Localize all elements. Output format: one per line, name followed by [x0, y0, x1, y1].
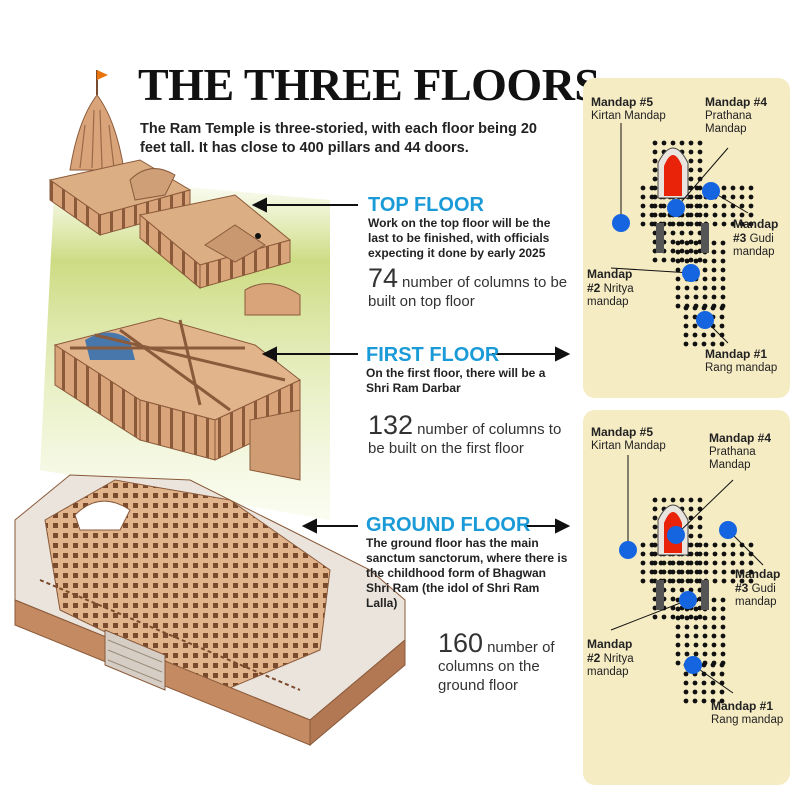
label-mandap-3: Mandap#3 Gudi mandap [733, 217, 779, 259]
first-floor-count-number: 132 [368, 410, 414, 440]
top-floor-heading: TOP FLOOR [368, 194, 484, 216]
mandap-3-dot [702, 182, 720, 200]
ground-floor-model [14, 474, 406, 747]
top-floor-model [48, 70, 301, 316]
mandap-5-dot [619, 541, 637, 559]
mandap-2-dot [682, 264, 700, 282]
ground-floor-count-number: 160 [438, 628, 484, 658]
mandap-4-dot [667, 199, 685, 217]
first-floor-plan-svg [610, 123, 754, 347]
stair-left [656, 580, 664, 610]
mandap-1-dot [684, 656, 702, 674]
label-mandap-2: Mandap#2 Nritya mandap [587, 267, 634, 309]
top-floor-description: Work on the top floor will be the last t… [368, 216, 551, 260]
sanctum-icon [664, 155, 682, 196]
first-floor-count-text: number of columns to be built on the fir… [368, 421, 562, 457]
first-floor-description: On the first floor, there will be a Shri… [366, 366, 546, 395]
first-floor-model [53, 317, 301, 481]
ground-floor-plan-svg [610, 455, 764, 704]
mandap-2-dot [679, 591, 697, 609]
label-mandap-3: Mandap#3 Gudi mandap [735, 567, 781, 609]
first-floor-heading: FIRST FLOOR [366, 344, 500, 366]
intro-text: The Ram Temple is three-storied, with ea… [140, 121, 537, 156]
page-title: THE THREE FLOORS [138, 59, 600, 110]
stair-right [701, 223, 709, 253]
stair-right [701, 580, 709, 610]
top-floor-count-text: number of columns to be built on top flo… [368, 274, 568, 310]
label-mandap-2: Mandap#2 Nritya mandap [587, 637, 634, 679]
ground-floor-description: The ground floor has the main sanctum sa… [366, 536, 568, 610]
ground-floor-count-text: number of columns on the ground floor [438, 639, 555, 694]
stair-left [656, 223, 664, 253]
mandap-4-dot [667, 526, 685, 544]
top-floor-count-number: 74 [368, 263, 399, 293]
mandap-3-dot [719, 521, 737, 539]
ground-floor-heading: GROUND FLOOR [366, 514, 531, 536]
mandap-5-dot [612, 214, 630, 232]
mandap-1-dot [696, 311, 714, 329]
